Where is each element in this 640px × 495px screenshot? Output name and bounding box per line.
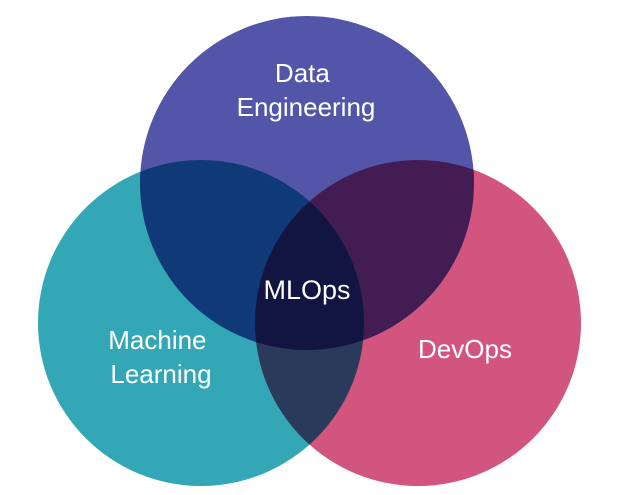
machine-learning-label-line-1: Machine [108, 325, 206, 355]
data-engineering-label-line-2: Engineering [237, 92, 376, 122]
machine-learning-label-line-2: Learning [110, 359, 211, 389]
overlap-all [255, 160, 364, 350]
devops-label-line-1: DevOps [418, 334, 512, 364]
data-engineering-label-line-1: Data [275, 58, 330, 88]
devops-label: DevOps [418, 334, 512, 364]
mlops-center-label: MLOps [263, 275, 350, 305]
machine-learning-label: Machine Learning [108, 325, 214, 389]
data-engineering-label: Data Engineering [237, 58, 376, 122]
